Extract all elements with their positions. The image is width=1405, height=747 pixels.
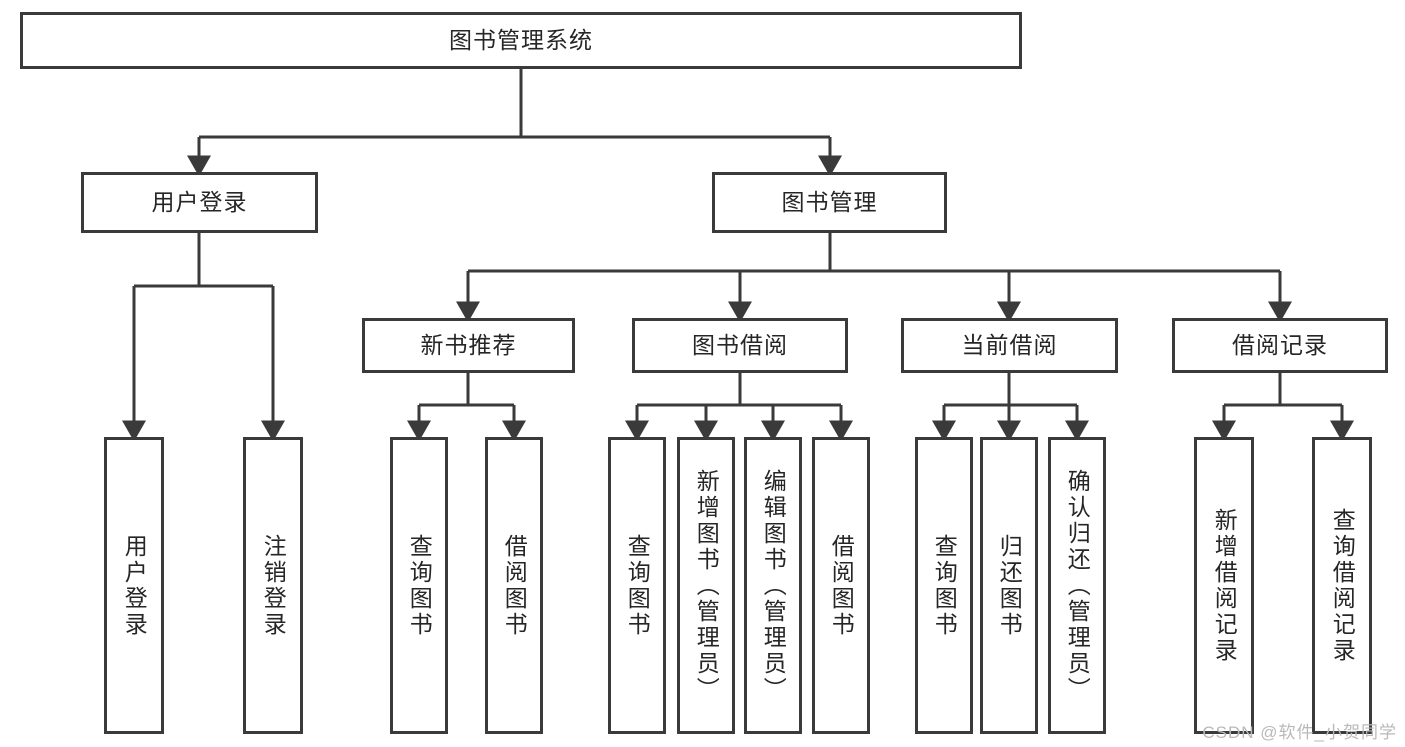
node-label: 图书管理系统 [449, 26, 593, 53]
node-borrow-record[interactable]: 借阅记录 [1172, 318, 1388, 373]
node-book-borrow[interactable]: 图书借阅 [632, 318, 848, 373]
node-label: 查询图书 [406, 533, 433, 638]
leaf-user-logout[interactable]: 注销登录 [243, 437, 303, 734]
node-label: 借阅记录 [1232, 331, 1328, 358]
node-label: 用户登录 [121, 533, 148, 638]
node-label: 确认归还（管理员） [1064, 468, 1091, 703]
node-new-book-recommend[interactable]: 新书推荐 [362, 318, 575, 373]
leaf-borrow-query-book[interactable]: 查询图书 [608, 437, 666, 734]
leaf-current-query-book[interactable]: 查询图书 [915, 437, 973, 734]
node-label: 借阅图书 [828, 533, 855, 638]
node-label: 当前借阅 [961, 331, 1058, 358]
leaf-newbook-query-book[interactable]: 查询图书 [390, 437, 448, 734]
node-label: 图书借阅 [692, 331, 788, 358]
node-label: 编辑图书（管理员） [760, 468, 787, 703]
leaf-borrow-edit-book-admin[interactable]: 编辑图书（管理员） [744, 437, 802, 734]
node-label: 新增图书（管理员） [693, 468, 720, 703]
leaf-current-confirm-return-admin[interactable]: 确认归还（管理员） [1048, 437, 1106, 734]
node-label: 用户登录 [151, 188, 248, 215]
leaf-borrow-add-book-admin[interactable]: 新增图书（管理员） [677, 437, 735, 734]
node-label: 查询图书 [931, 533, 958, 638]
node-label: 归还图书 [996, 533, 1023, 638]
leaf-newbook-borrow-book[interactable]: 借阅图书 [485, 437, 543, 734]
leaf-borrow-lend-book[interactable]: 借阅图书 [812, 437, 870, 734]
node-book-management[interactable]: 图书管理 [712, 172, 947, 233]
leaf-record-query-record[interactable]: 查询借阅记录 [1312, 437, 1372, 734]
node-current-borrow[interactable]: 当前借阅 [901, 318, 1118, 373]
node-label: 图书管理 [781, 188, 878, 215]
leaf-current-return-book[interactable]: 归还图书 [980, 437, 1038, 734]
node-root[interactable]: 图书管理系统 [20, 12, 1022, 69]
node-label: 新书推荐 [420, 331, 517, 358]
node-label: 借阅图书 [501, 533, 528, 638]
node-label: 注销登录 [260, 533, 287, 638]
node-label: 查询借阅记录 [1329, 507, 1356, 664]
node-user-login[interactable]: 用户登录 [81, 172, 318, 233]
leaf-user-login[interactable]: 用户登录 [104, 437, 164, 734]
watermark: CSDN @软件_小贺同学 [1202, 723, 1397, 742]
node-label: 新增借阅记录 [1211, 507, 1238, 664]
node-label: 查询图书 [624, 533, 651, 638]
leaf-record-add-record[interactable]: 新增借阅记录 [1194, 437, 1254, 734]
